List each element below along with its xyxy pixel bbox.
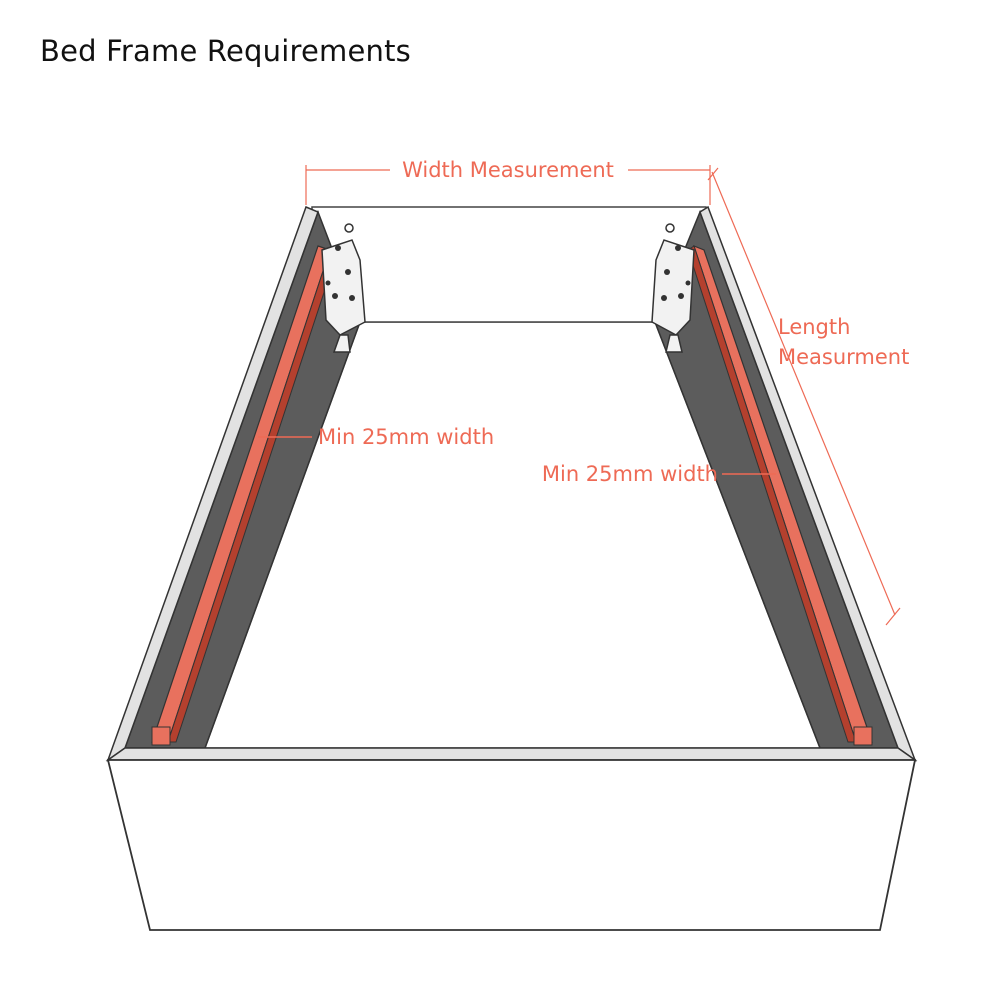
back-wall <box>311 206 707 323</box>
length-measurement-line <box>707 167 901 626</box>
front-top-edge <box>105 747 918 761</box>
front-face <box>106 759 917 931</box>
right-corner-bracket <box>651 223 695 353</box>
length-measurement-label-line2: Measurment <box>778 345 909 369</box>
right-min-width-label: Min 25mm width <box>542 462 718 486</box>
left-slat-end <box>151 726 171 746</box>
page-title: Bed Frame Requirements <box>40 34 411 68</box>
width-measurement-label: Width Measurement <box>402 158 614 182</box>
width-measurement-line <box>305 165 711 205</box>
left-corner-bracket <box>321 223 366 353</box>
right-slat-end <box>853 726 873 746</box>
left-min-width-label: Min 25mm width <box>318 425 494 449</box>
length-measurement-label-line1: Length <box>778 315 850 339</box>
